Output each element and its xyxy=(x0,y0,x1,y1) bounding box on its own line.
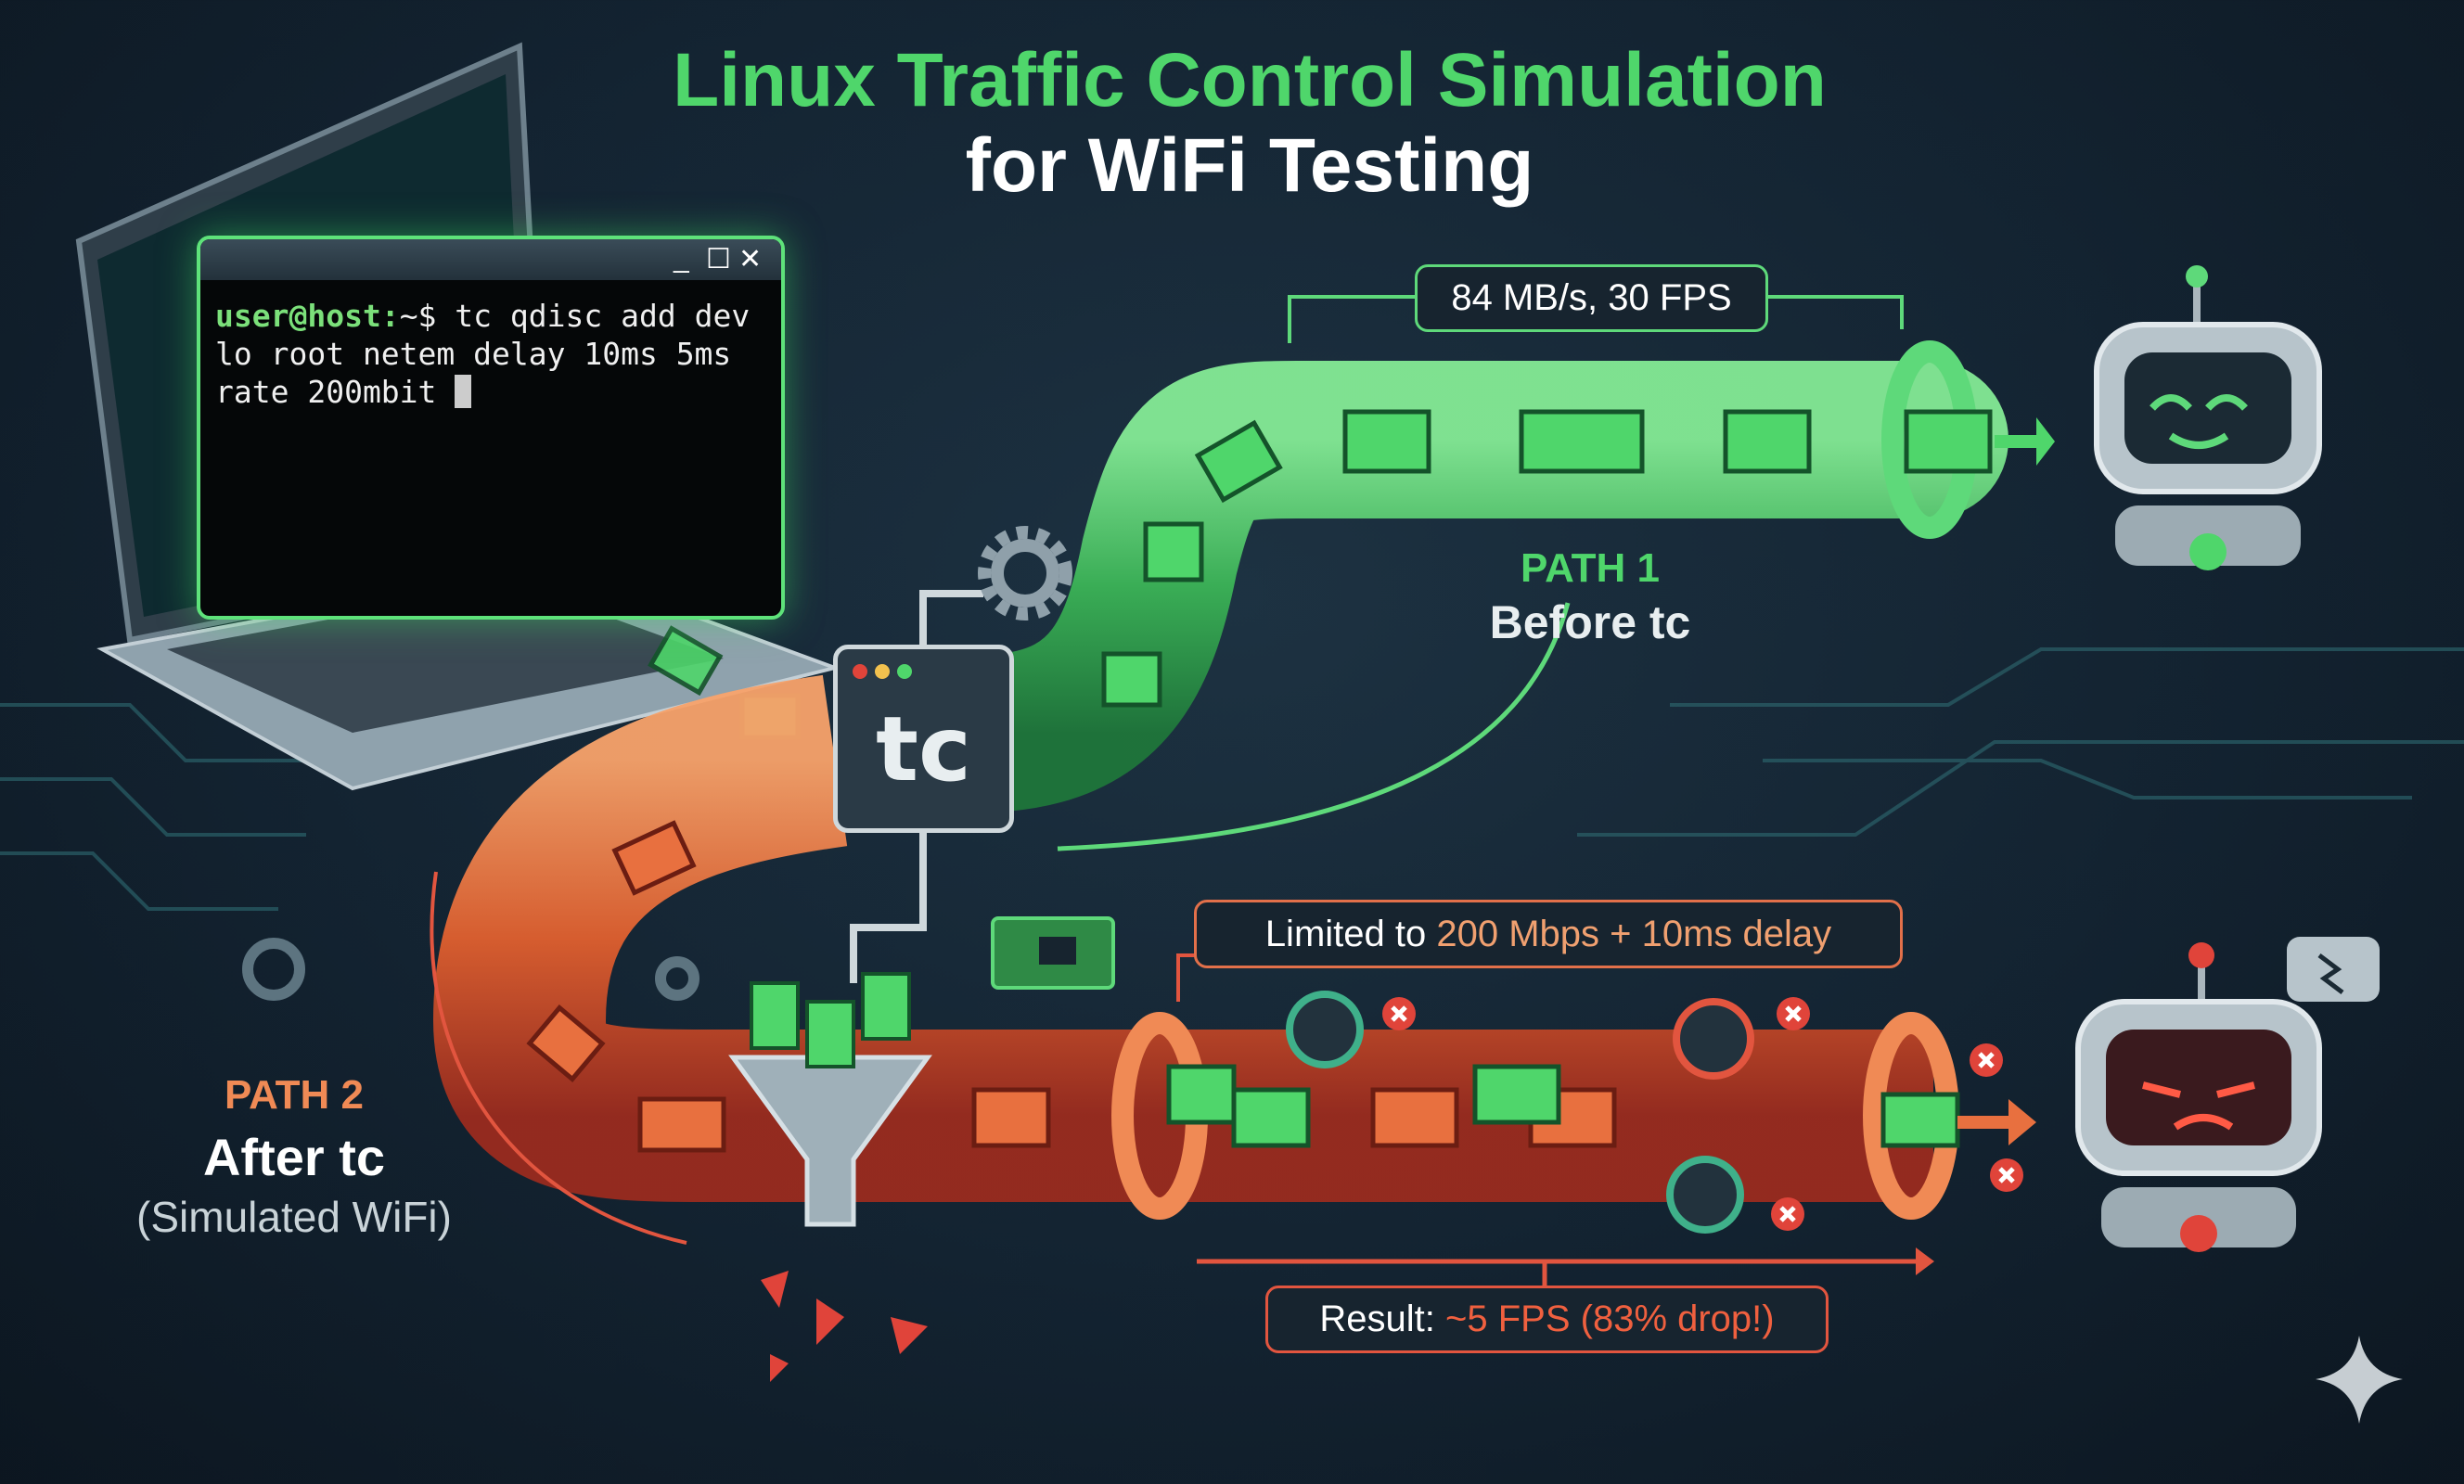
tc-label: tc xyxy=(876,697,971,801)
command-line-1: tc qdisc add dev xyxy=(436,298,751,334)
broken-chat-icon xyxy=(2287,937,2380,1002)
path1-pipe xyxy=(923,295,2055,812)
terminal-prompt: user@host: xyxy=(215,298,400,334)
terminal-window: _ ☐ ✕ user@host:~$ tc qdisc add dev lo r… xyxy=(197,236,785,620)
happy-robot-icon xyxy=(2094,265,2322,570)
sparkle-icon xyxy=(2316,1336,2403,1424)
gear-icon xyxy=(242,938,699,1001)
terminal-cursor xyxy=(455,375,472,408)
maximize-button[interactable]: ☐ xyxy=(706,244,731,275)
command-line-2: lo root netem delay 10ms 5ms xyxy=(215,336,732,372)
prompt-suffix: ~$ xyxy=(399,298,437,334)
path2-label: PATH 2 xyxy=(225,1072,364,1118)
sad-robot-icon xyxy=(2075,942,2322,1252)
path1-throughput-badge: 84 MB/s, 30 FPS xyxy=(1415,264,1768,332)
tc-box: tc xyxy=(833,645,1014,833)
funnel-icon xyxy=(728,972,932,1382)
path1-label: PATH 1 xyxy=(1521,545,1660,591)
terminal-titlebar: _ ☐ ✕ xyxy=(200,239,781,280)
command-line-3: rate 200mbit xyxy=(215,374,456,410)
path2-limit-badge: Limited to 200 Mbps + 10ms delay xyxy=(1194,900,1903,968)
path1-sublabel: Before tc xyxy=(1489,596,1691,648)
result-value: ~5 FPS (83% drop!) xyxy=(1445,1298,1775,1339)
minimize-button[interactable]: _ xyxy=(674,243,689,274)
circuit-traces xyxy=(0,647,2464,911)
gear-icon xyxy=(978,526,1072,620)
title-line2: for WiFi Testing xyxy=(965,123,1534,208)
path2-sublabel: After tc xyxy=(202,1128,386,1186)
window-dots-icon xyxy=(853,664,912,679)
clock-icon xyxy=(1673,998,1754,1080)
terminal-output[interactable]: user@host:~$ tc qdisc add dev lo root ne… xyxy=(200,280,781,428)
clock-icon xyxy=(1286,991,1744,1234)
limit-prefix: Limited to xyxy=(1264,913,1427,954)
limit-value: 200 Mbps + 10ms delay xyxy=(1436,913,1832,954)
title-line1: Linux Traffic Control Simulation xyxy=(673,38,1827,122)
close-button[interactable]: ✕ xyxy=(738,244,763,275)
result-prefix: Result: xyxy=(1319,1298,1435,1339)
network-card-icon xyxy=(991,916,1115,990)
path2-result-badge: Result: ~5 FPS (83% drop!) xyxy=(1265,1286,1829,1353)
path2-pipe xyxy=(432,674,2036,1286)
path2-note: (Simulated WiFi) xyxy=(136,1193,452,1241)
tc-connector xyxy=(919,590,983,649)
